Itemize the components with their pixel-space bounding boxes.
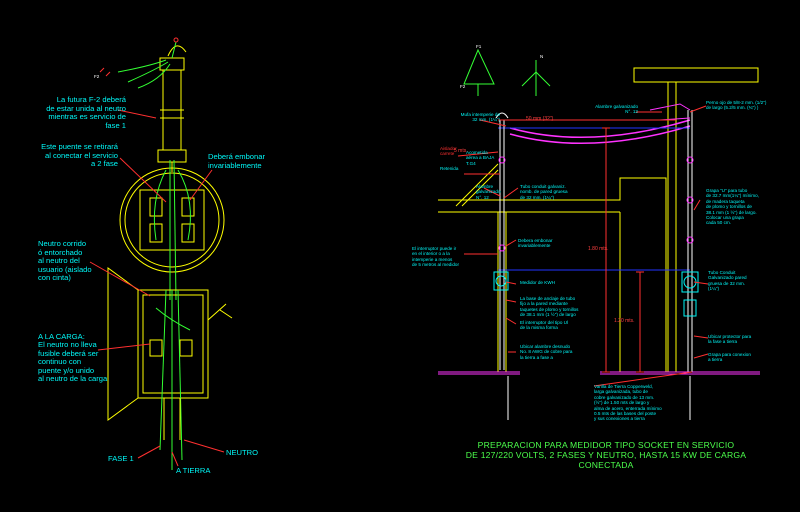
meter-house (493, 271, 509, 291)
note-u-clamp: Grapa "U" para tubo de 32.7 mm(1¼") míni… (706, 188, 759, 226)
note-ground-clamp: Grapa para conexion a tierra (708, 352, 751, 363)
phase-label-1: F1 (476, 44, 482, 49)
dim-120: 1.20 mts. (614, 318, 635, 324)
meter-socket (119, 162, 225, 273)
note-switch-type: El interruptor del tipo Ul de la misma f… (520, 320, 569, 331)
label-neutral: NEUTRO (226, 448, 259, 457)
house-conduit (495, 112, 509, 370)
note-galv-wire: Alambre galvanizado N°. 12 (595, 104, 638, 115)
pole-insulators (498, 103, 694, 252)
disconnect-box (107, 267, 233, 421)
note-neutral: Neutro corrido ó entorchado al neutro de… (38, 239, 92, 283)
label-phase1: FASE 1 (108, 454, 134, 463)
note-conduit: Tubo conduit galvaniz. nomb. de pared gr… (520, 184, 568, 200)
label-ground: A TIERRA (176, 466, 211, 475)
left-assembly (89, 37, 233, 470)
ground (438, 371, 760, 375)
note-load-title: A LA CARGA: (38, 332, 85, 341)
note-aerial: Acometida aérea a BAJA T.G4 (466, 150, 495, 166)
note-bare-wire: Ubicar alambre desnudo No. 8 AWG de cobr… (520, 344, 573, 360)
phase-label-2: F2 (460, 84, 466, 89)
note-kwh-meter: Medidor de KWH (520, 280, 555, 285)
leaders-left (89, 109, 225, 467)
leaders-right (457, 105, 709, 387)
note-conduit-galv: Tubo Conduit Galvanizado pared gruesa de… (708, 270, 747, 292)
red-marks (99, 37, 179, 77)
dim-5m: 5 mts. (454, 148, 468, 154)
note-must-fit: Deberá embonar invariablemente (208, 152, 265, 170)
note-switch: El interruptor puede ir en el interior o… (412, 246, 459, 268)
note-guy-wire: Retenida (440, 166, 459, 171)
dimension-lines (498, 119, 676, 373)
dim-180: 1.80 mts. (588, 246, 609, 252)
note-protector: Ubicar protector para la fase a tierra (708, 334, 752, 345)
note-insulator: Aislador carrete (440, 146, 457, 157)
dim-top: 50 mm (32") (526, 116, 554, 122)
weatherhead (157, 45, 187, 163)
bottom-conduit (163, 398, 181, 440)
right-assembly (438, 48, 760, 420)
note-future-f2: La futura F-2 deberá de estar unida al n… (46, 95, 126, 130)
note-base-anchor: La base de anclaje de tubo fijo a la par… (520, 296, 579, 318)
note-bridge: Este puente se retirará al conectar el s… (41, 142, 118, 169)
note-ground-rod: Varilla de Tierra Copperweld, larga galv… (594, 384, 662, 422)
ground-rods (507, 376, 691, 420)
blue-lines (498, 127, 690, 271)
phase-star (521, 60, 551, 96)
note-galv-wire-2: Alambre galvanizado N°. 12 (476, 184, 501, 200)
service-drop (509, 119, 691, 145)
note-eye-bolt: Perno ojo de 5/8-2 mm. (1/2") de largo (… (706, 100, 767, 111)
note-load: El neutro no lleva fusible deberá ser co… (38, 340, 108, 384)
phase-label-3: N (540, 54, 544, 59)
box-wires (155, 289, 191, 470)
note-mufa: Mufa intemperie de 32 mm. (1¼") (460, 112, 500, 123)
pole-conduit (687, 110, 693, 372)
meter-pole (681, 271, 699, 317)
label-f2-top: F2 (94, 74, 100, 79)
drawing-title: PREPARACION PARA MEDIDOR TIPO SOCKET EN … (465, 440, 747, 471)
wall (438, 177, 667, 372)
service-wires (117, 41, 177, 89)
socket-wires (153, 159, 191, 301)
phase-triangle (463, 48, 495, 96)
retenida (455, 163, 499, 207)
note-fit: Debera embonar invariablemente (518, 238, 553, 249)
